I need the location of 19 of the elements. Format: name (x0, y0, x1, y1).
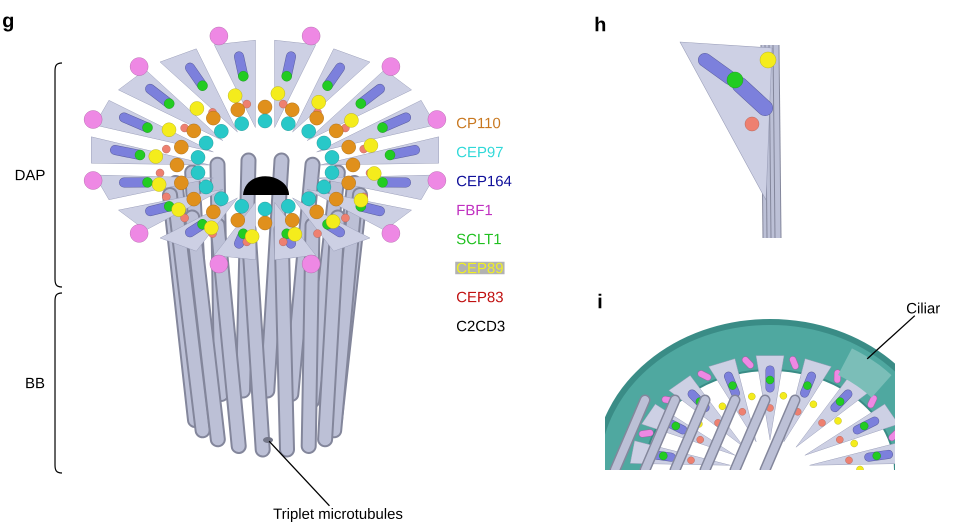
legend-entry: CP110 (456, 118, 500, 128)
bracket-label: DAP (16, 170, 45, 180)
legend-entry: C2CD3 (456, 320, 505, 332)
callout-text: Triplet microtubules (273, 508, 402, 522)
panel-letter: g (3, 16, 14, 32)
leader-line (866, 315, 916, 360)
legend-entry: FBF1 (457, 204, 492, 216)
membrane-band (836, 348, 892, 398)
bracket-label: BB (26, 378, 44, 388)
target-part (263, 437, 273, 443)
panel-letter: h (596, 16, 606, 32)
legend-entry: CEP97 (456, 146, 503, 158)
legend-entry: SCLT1 (456, 234, 501, 244)
panel-letter: i (598, 294, 602, 308)
legend-entry: CEP164 (456, 176, 512, 186)
legend-entry: CEP89 (455, 262, 505, 274)
callout-text: Ciliar (906, 302, 940, 314)
legend-entry: CEP83 (456, 292, 503, 302)
leader-line (268, 440, 330, 506)
